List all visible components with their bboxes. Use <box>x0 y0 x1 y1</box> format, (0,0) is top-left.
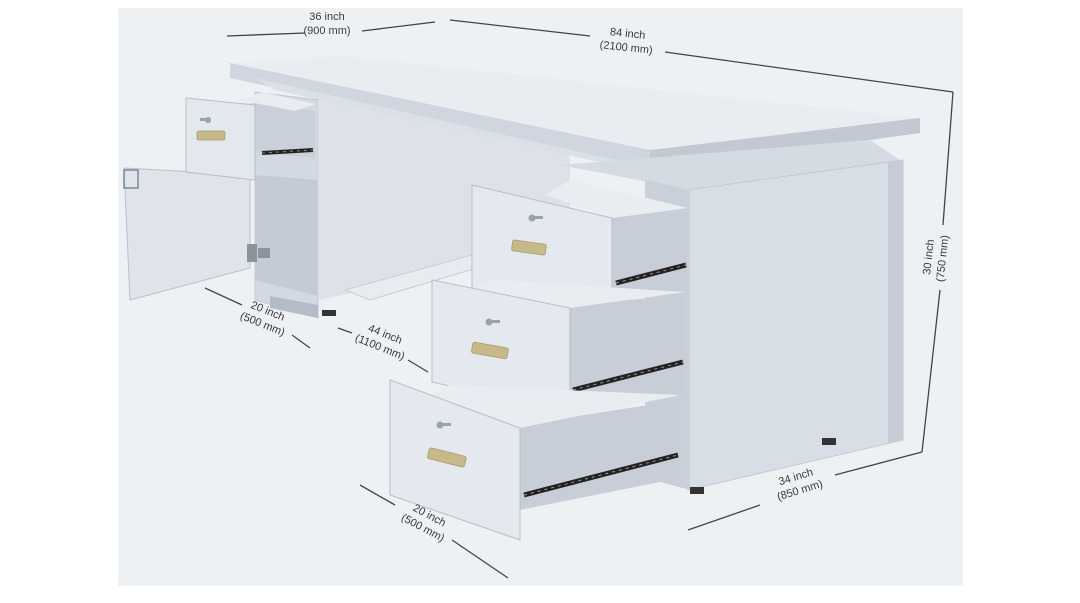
key-lock-icon <box>200 117 211 123</box>
dim-top-depth-mm: (900 mm) <box>303 25 350 37</box>
right-drawer-1-box <box>612 210 688 298</box>
brass-bar-handle[interactable] <box>196 130 226 141</box>
key-lock-icon <box>436 421 451 429</box>
left-drawer-box <box>250 103 315 158</box>
drawer-rail <box>523 452 679 498</box>
drawer-rail <box>261 148 314 155</box>
left-pedestal <box>123 91 336 319</box>
brass-bar-handle[interactable] <box>511 239 547 256</box>
right-drawer-3-box <box>520 400 680 510</box>
dim-top-width-mm: (2100 mm) <box>599 39 653 56</box>
cabinet-hinge-icon <box>123 169 139 189</box>
right-pedestal <box>389 140 904 541</box>
dim-height-inch: 30 inch <box>921 239 937 276</box>
dimension-lines <box>204 19 954 579</box>
dim-height: 30 inch (750 mm) <box>921 234 952 282</box>
drawer-rail <box>615 262 687 286</box>
dim-top-depth: 36 inch (900 mm) <box>303 11 350 37</box>
brass-bar-handle[interactable] <box>471 341 509 360</box>
dim-top-width: 84 inch (2100 mm) <box>599 26 653 56</box>
desk-top[interactable] <box>230 56 920 180</box>
key-lock-icon <box>485 318 500 326</box>
key-lock-icon <box>528 214 543 222</box>
drawer-rail <box>572 359 684 393</box>
cabinet-hinge-icon <box>247 244 270 262</box>
dim-top-width-inch: 84 inch <box>609 26 646 42</box>
brass-bar-handle[interactable] <box>427 447 467 468</box>
dim-top-depth-inch: 36 inch <box>309 11 344 23</box>
dim-height-mm: (750 mm) <box>935 234 952 282</box>
